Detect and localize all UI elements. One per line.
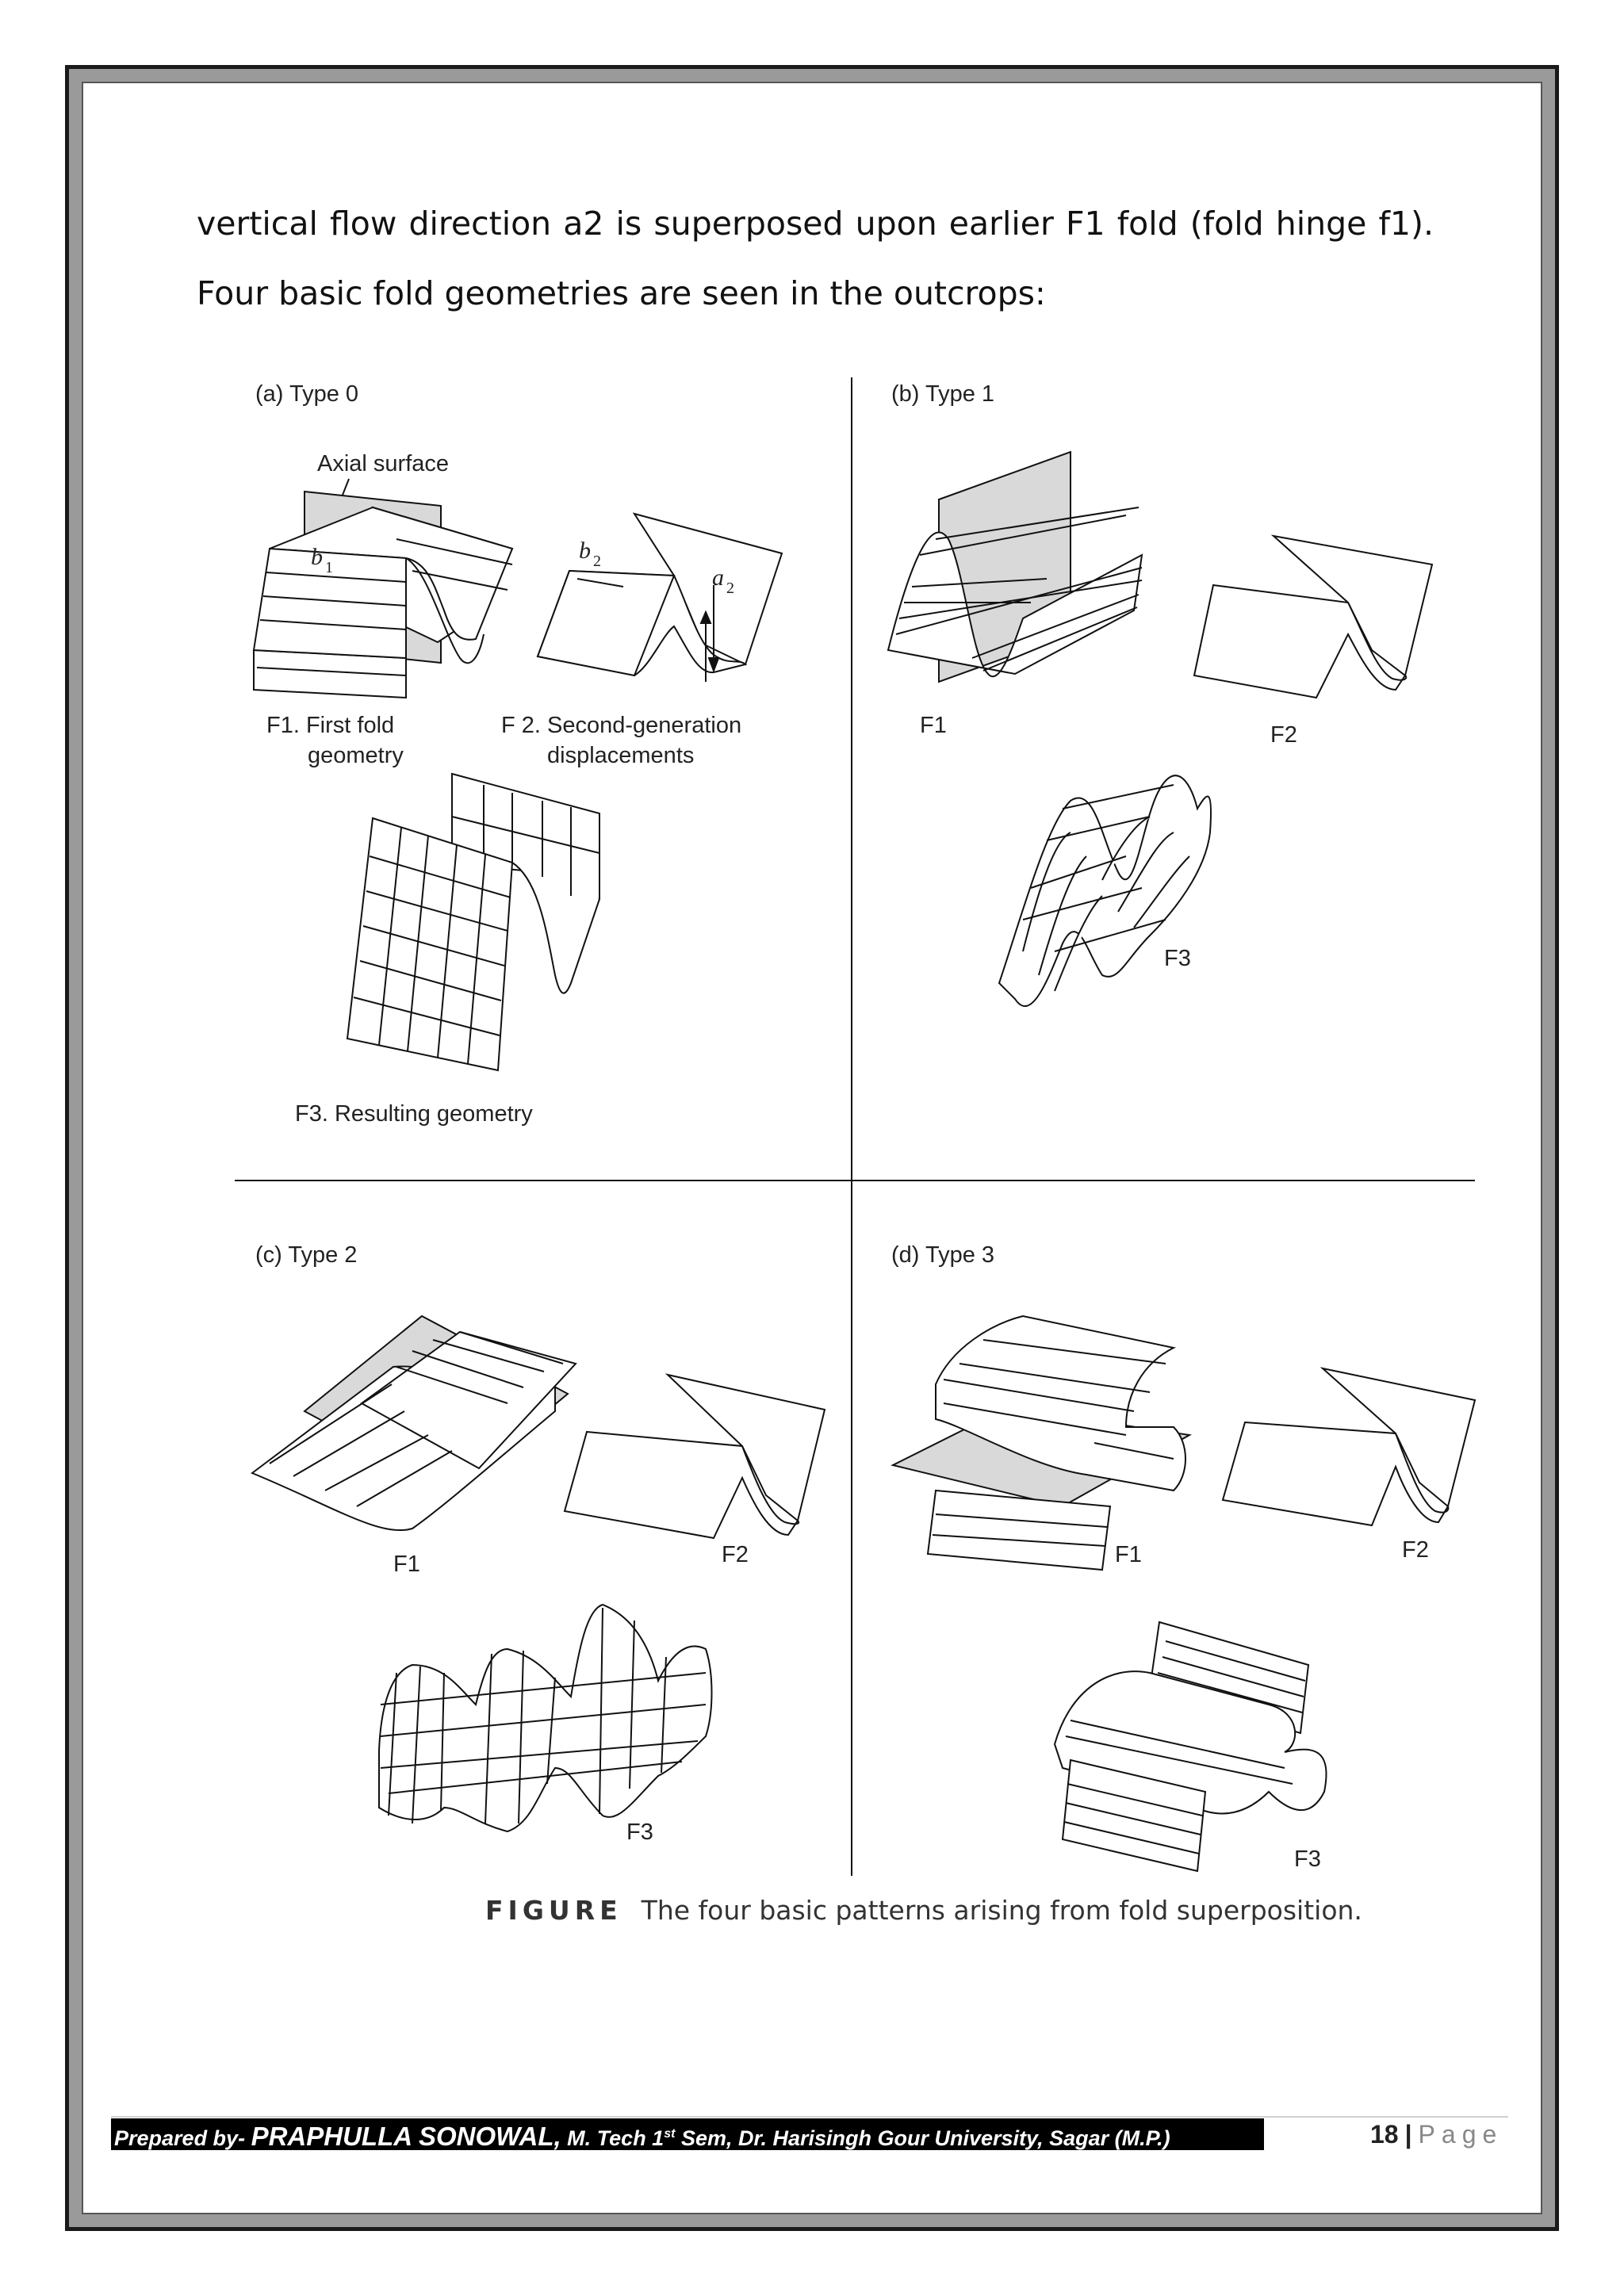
axial-surface-label: Axial surface bbox=[317, 451, 449, 476]
b2-label: b bbox=[579, 538, 591, 564]
body-line-1: vertical flow direction a2 is superposed… bbox=[197, 205, 1434, 243]
panel-b-f3-label: F3 bbox=[1164, 946, 1191, 971]
figure-caption: FIGURE The four basic patterns arising fr… bbox=[485, 1895, 1362, 1926]
panel-b-type-1: (b) Type 1 F1 F2 bbox=[887, 381, 1434, 1007]
footer-course-rest: Sem, Dr. Harisingh Gour University, Saga… bbox=[675, 2126, 1170, 2150]
footer-prepared-by: Prepared by- bbox=[114, 2126, 251, 2150]
panel-a-f2-label-2: displacements bbox=[547, 743, 694, 768]
panel-b-f1-sketch bbox=[887, 450, 1143, 683]
panel-b-f2-sketch bbox=[1193, 534, 1434, 699]
panel-a-f1-sketch bbox=[252, 490, 514, 699]
b2-subscript: 2 bbox=[593, 553, 601, 570]
body-line-2: Four basic fold geometries are seen in t… bbox=[197, 274, 1046, 312]
panel-b-f2-label: F2 bbox=[1270, 722, 1297, 748]
panel-a-type-0: (a) Type 0 Axial surface b 1 bbox=[252, 381, 783, 1127]
panel-a-f3-label: F3. Resulting geometry bbox=[295, 1101, 533, 1127]
panel-c-f1-label: F1 bbox=[393, 1552, 420, 1577]
b1-subscript: 1 bbox=[325, 559, 333, 576]
a2-subscript: 2 bbox=[726, 580, 734, 597]
panel-c-f2-label: F2 bbox=[722, 1542, 749, 1567]
panel-c-f1-sketch bbox=[250, 1314, 577, 1532]
panel-d-f1-label: F1 bbox=[1115, 1542, 1142, 1567]
body-paragraph: vertical flow direction a2 is superposed… bbox=[197, 189, 1434, 328]
panel-a-f2-label-1: F 2. Second-generation bbox=[501, 713, 741, 738]
panel-b-title: (b) Type 1 bbox=[891, 381, 994, 407]
panel-b-f3-sketch bbox=[998, 775, 1212, 1007]
panel-d-f2-label: F2 bbox=[1402, 1537, 1429, 1563]
b1-label: b bbox=[311, 544, 323, 570]
panel-d-f3-sketch bbox=[1053, 1621, 1327, 1873]
page-border bbox=[65, 65, 1559, 2231]
page-word: Page bbox=[1418, 2120, 1503, 2149]
footer-author-bar: Prepared by- PRAPHULLA SONOWAL, M. Tech … bbox=[111, 2118, 1264, 2150]
panel-c-title: (c) Type 2 bbox=[255, 1242, 357, 1268]
panel-c-type-2: (c) Type 2 F1 F2 bbox=[250, 1242, 826, 1845]
panel-d-f2-sketch bbox=[1221, 1367, 1477, 1527]
page-inner-border bbox=[82, 82, 1542, 2214]
panel-d-f3-label: F3 bbox=[1294, 1846, 1321, 1872]
panel-a-f2-sketch bbox=[536, 512, 783, 682]
panel-d-f1-sketch bbox=[891, 1314, 1193, 1571]
panel-c-f3-sketch bbox=[378, 1603, 713, 1833]
figure-caption-label: FIGURE bbox=[485, 1895, 622, 1926]
panel-a-f1-label-2: geometry bbox=[308, 743, 404, 768]
panel-c-f3-label: F3 bbox=[626, 1820, 653, 1845]
panel-a-title: (a) Type 0 bbox=[255, 381, 358, 407]
panel-b-f1-label: F1 bbox=[920, 713, 947, 738]
panel-d-title: (d) Type 3 bbox=[891, 1242, 994, 1268]
figure-caption-text: The four basic patterns arising from fol… bbox=[641, 1895, 1362, 1926]
panel-c-f2-sketch bbox=[563, 1373, 826, 1540]
panel-d-type-3: (d) Type 3 F1 F2 bbox=[891, 1242, 1477, 1873]
page-separator: | bbox=[1404, 2120, 1412, 2149]
panel-a-f3-sketch bbox=[346, 772, 600, 1072]
footer-author-name: PRAPHULLA SONOWAL, bbox=[251, 2122, 561, 2150]
footer-page-info: 18|Page bbox=[1370, 2118, 1503, 2150]
footer-divider bbox=[111, 2116, 1508, 2118]
footer-course: M. Tech 1 bbox=[561, 2126, 665, 2150]
page-number: 18 bbox=[1370, 2120, 1399, 2149]
panel-a-f1-label-1: F1. First fold bbox=[266, 713, 394, 738]
a2-label: a bbox=[712, 564, 724, 591]
footer-course-sup: st bbox=[664, 2127, 676, 2141]
